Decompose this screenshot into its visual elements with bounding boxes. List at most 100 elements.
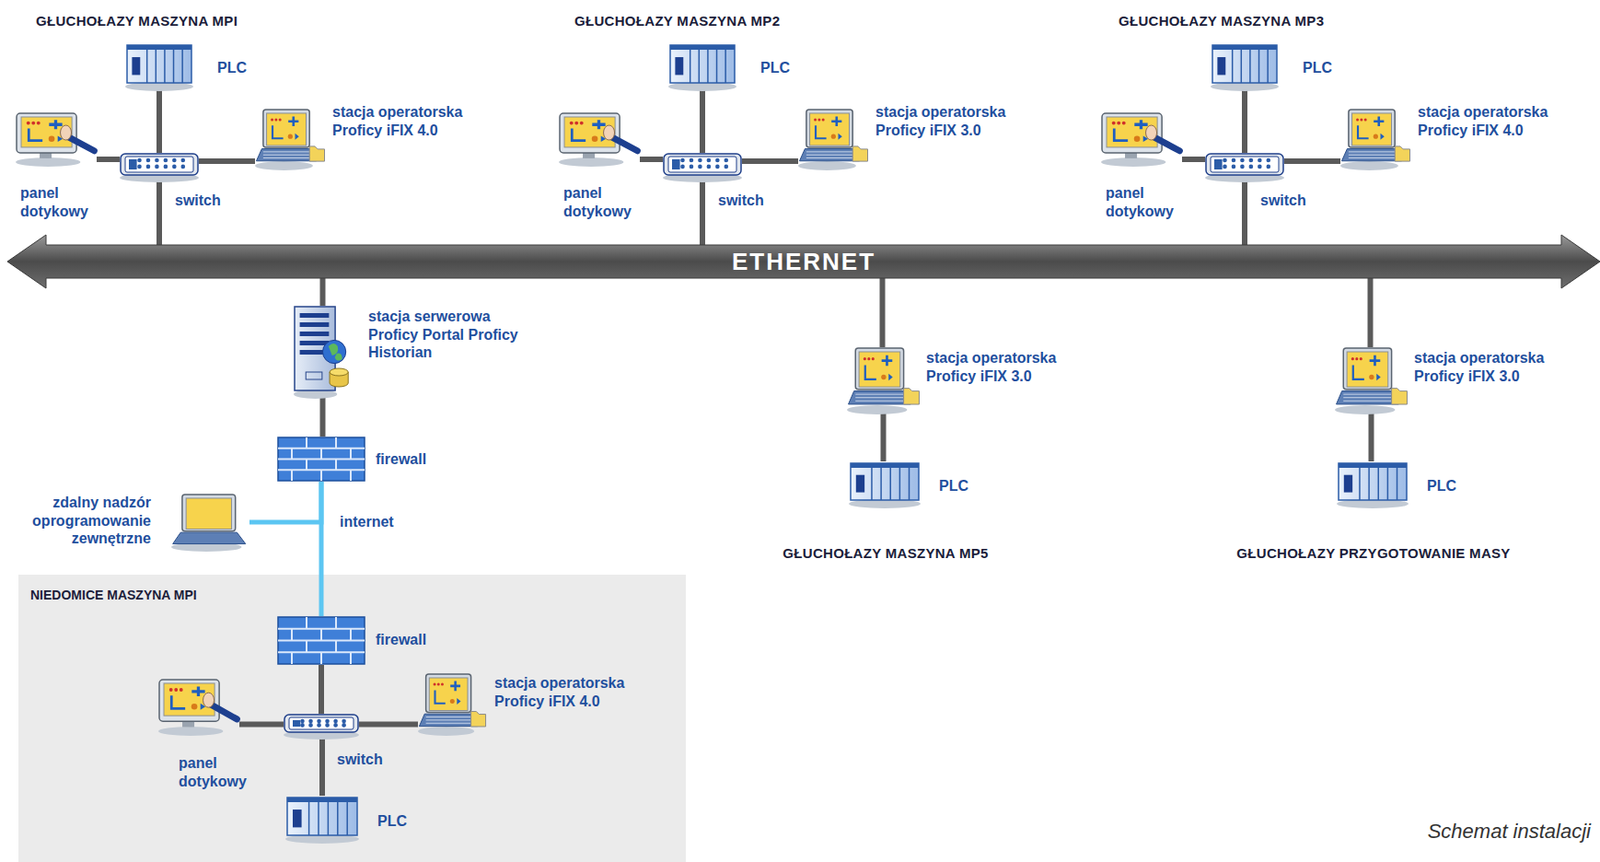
touch-panel-icon-art [558,112,640,166]
device-label: switch [1260,191,1307,210]
plc-icon: PLC [1210,43,1279,91]
plc-icon: PLC [668,43,737,91]
device-label: stacja operatorska Proficy iFIX 4.0 [494,673,665,710]
device-label: panel dotykowy [563,184,651,221]
connector-line [699,181,706,245]
device-label: firewall [375,450,427,469]
connector-line [239,721,284,728]
device-label: panel dotykowy [1105,184,1194,221]
network-cable [1370,413,1372,462]
connector-line [1241,90,1248,153]
connector-line [319,738,325,796]
device-label: PLC [217,58,247,78]
device-label: PLC [1426,476,1457,496]
connector-line [1182,156,1206,163]
network-cable [359,723,418,725]
device-label: panel dotykowy [20,184,108,221]
touch-panel-icon: panel dotykowy [558,112,640,166]
network-cable [742,161,799,163]
switch-icon: switch [119,152,199,182]
operator-station-icon-art [1334,347,1406,414]
operator-station-icon: stacja operatorska Proficy iFIX 3.0 [798,108,867,170]
network-cable [198,161,256,163]
connector-line [198,158,256,164]
device-label: stacja operatorska Proficy iFIX 4.0 [332,103,503,140]
connector-line [249,481,322,522]
plc-icon: PLC [285,795,360,843]
touch-panel-icon: panel dotykowy [1101,112,1183,166]
device-label: stacja operatorska Proficy iFIX 3.0 [926,348,1097,385]
device-label: PLC [1302,58,1333,78]
laptop-icon-art [171,493,250,551]
device-label: PLC [377,811,407,831]
network-cable [96,159,120,161]
ethernet-band: ETHERNET [7,244,1600,279]
network-cable [1244,90,1246,153]
plc-icon-art [668,43,737,91]
machine-heading: GŁUCHOŁAZY MASZYNA MP3 [1118,12,1324,29]
device-label: PLC [760,58,790,78]
device-label: stacja serwerowa Proficy Portal Proficy … [368,307,521,362]
network-cable [881,278,883,348]
connector-line [742,158,799,164]
operator-station-icon-art [417,672,485,735]
device-label: stacja operatorska Proficy iFIX 3.0 [875,103,1046,140]
connector-line [320,278,326,306]
network-cable [702,181,704,245]
machine-heading: GŁUCHOŁAZY MASZYNA MP5 [782,544,988,561]
internet-link [249,481,322,522]
connector-line [880,278,886,348]
plc-icon-art [285,795,360,843]
device-label: firewall [375,630,427,650]
operator-station-icon: stacja operatorska Proficy iFIX 4.0 [1340,108,1409,170]
connector-line [156,90,163,153]
network-cable [322,397,324,437]
plc-icon: PLC [125,43,194,91]
device-label: switch [336,750,383,769]
operator-station-icon: stacja operatorska Proficy iFIX 3.0 [846,347,918,414]
machine-heading: GŁUCHOŁAZY PRZYGOTOWANIE MASY [1236,544,1510,561]
switch-icon: switch [283,713,360,739]
site-region: NIEDOMICE MASZYNA MPIfirewallpanel dotyk… [18,574,686,862]
connector-line [1284,158,1341,164]
connector-line [359,721,418,728]
plc-icon-art [848,461,921,508]
plc-icon: PLC [848,461,921,508]
firewall-icon-art [277,436,366,482]
network-cable [1369,278,1371,348]
network-cable [639,159,663,161]
plc-icon-art [1210,43,1279,91]
network-cable [321,664,323,714]
network-cable [322,738,324,796]
device-label: zdalny nadzór oprogramowanie zewnętrzne [17,493,151,548]
link-label: internet [339,512,395,532]
switch-icon-art [662,152,743,182]
plc-icon-art [125,43,194,91]
device-label: switch [174,191,221,210]
operator-station-icon-art [798,108,867,170]
network-cable [159,90,161,153]
network-cable [1182,159,1206,161]
touch-panel-icon: panel dotykowy [15,112,97,166]
plc-icon-art [1336,461,1409,508]
connector-line [699,90,706,153]
device-label: switch [718,191,765,210]
machine-heading: GŁUCHOŁAZY MASZYNA MPI [35,12,238,29]
connector-line [1368,413,1375,462]
firewall-icon: firewall [277,615,366,665]
device-label: PLC [939,476,969,496]
operator-station-icon-art [846,347,918,414]
network-cable [239,723,284,725]
firewall-icon-art [277,615,366,665]
network-cable [702,90,704,153]
site-heading: NIEDOMICE MASZYNA MPI [30,587,198,603]
device-label: stacja operatorska Proficy iFIX 3.0 [1414,348,1585,385]
network-cable [159,181,161,245]
touch-panel-icon-art [15,112,97,166]
connector-line [318,664,325,714]
connector-line [96,156,120,163]
network-label: ETHERNET [7,247,1600,277]
connector-line [156,181,163,245]
network-cable [882,413,884,462]
